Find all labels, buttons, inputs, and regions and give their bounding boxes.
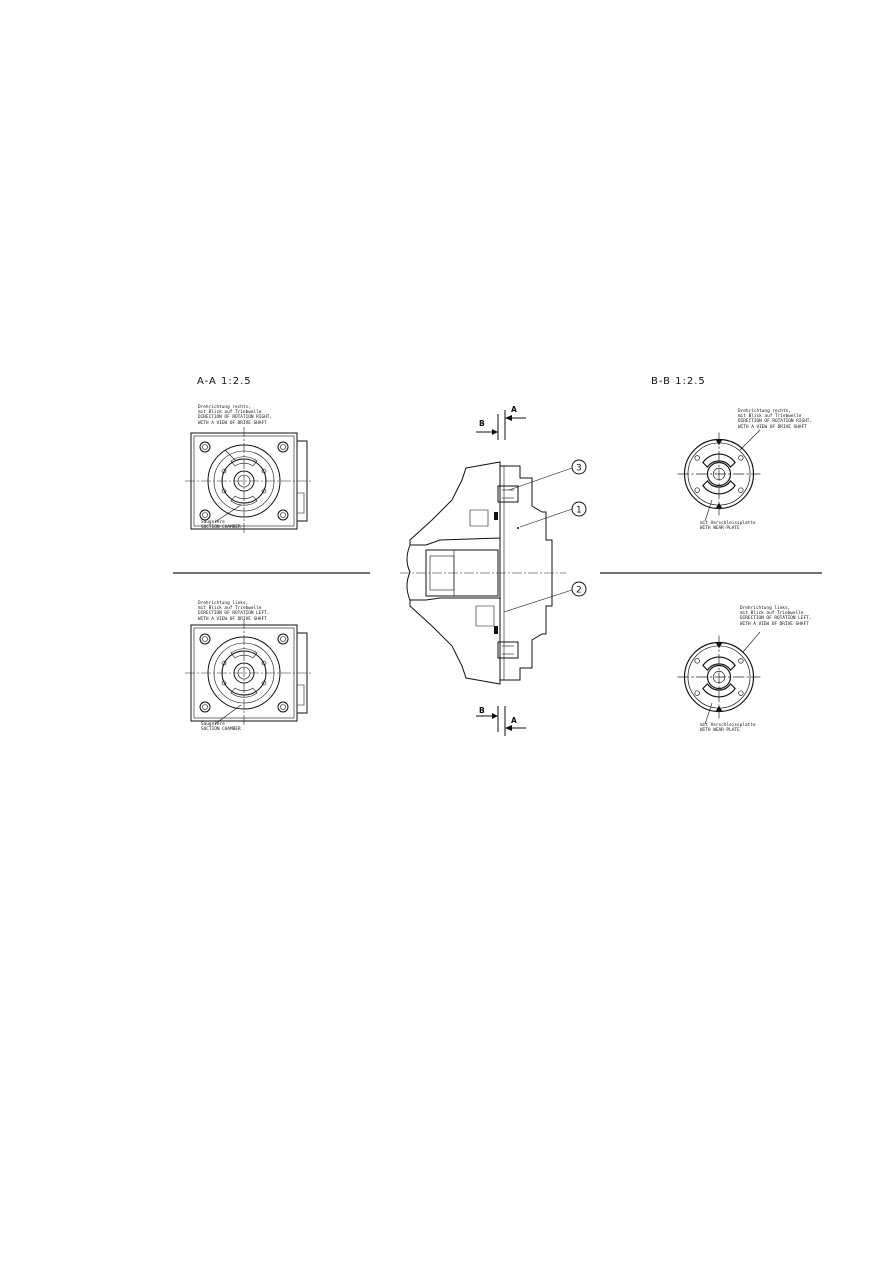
cross-section-main <box>400 461 566 685</box>
section-mark-a-bottom: A <box>511 716 517 725</box>
balloon-3: 3 <box>508 459 587 491</box>
note-line: Drehrichtung rechts, <box>738 409 791 414</box>
note-top-left: Drehrichtung rechts, mit Blick auf Trieb… <box>198 405 272 426</box>
label-suction-chamber-bottom: Saugniere SUCTION CHAMBER <box>201 722 241 732</box>
note-line: DIRECTION OF ROTATION RIGHT, <box>738 419 813 425</box>
note-top-right: Drehrichtung rechts, mit Blick auf Trieb… <box>738 409 812 430</box>
note-line: Saugniere <box>201 520 225 525</box>
flange-view-bottom-left <box>184 618 314 728</box>
flange-view-top-left <box>184 426 314 536</box>
label-wear-plate-top: mit Verschleissplatte WITH WEAR-PLATE <box>700 521 756 531</box>
note-line: SUCTION CHAMBER <box>201 525 241 531</box>
note-line: WITH A VIEW OF DRIVE SHAFT <box>198 420 267 426</box>
note-line: WITH A VIEW OF DRIVE SHAFT <box>738 424 807 430</box>
section-mark-b-bottom: B <box>479 706 485 715</box>
note-line: mit Verschleissplatte <box>700 521 756 526</box>
note-line: WITH A VIEW OF DRIVE SHAFT <box>740 621 809 627</box>
balloon-number: 2 <box>576 586 582 596</box>
label-wear-plate-bottom: mit Verschleissplatte WITH WEAR-PLATE <box>700 723 756 733</box>
note-line: WITH WEAR-PLATE <box>700 728 740 734</box>
note-line: mit Blick auf Triebwelle <box>198 410 262 416</box>
section-mark-b-top: B <box>479 419 485 428</box>
note-line: mit Blick auf Triebwelle <box>740 611 804 617</box>
balloon-number: 3 <box>576 464 582 474</box>
balloon-2: 2 <box>503 581 587 613</box>
note-line: SUCTION CHAMBER <box>201 727 241 733</box>
note-line: Saugniere <box>201 722 225 727</box>
note-line: Drehrichtung rechts, <box>198 405 251 410</box>
round-view-top-right <box>677 429 761 522</box>
note-line: mit Blick auf Triebwelle <box>198 606 262 612</box>
note-line: mit Verschleissplatte <box>700 723 756 728</box>
note-line: WITH WEAR-PLATE <box>700 526 740 532</box>
section-mark-a-top: A <box>511 405 517 414</box>
section-view-title-a-a: A-A 1:2.5 <box>197 376 252 387</box>
balloon-1: 1 <box>519 501 587 528</box>
note-line: mit Blick auf Triebwelle <box>738 414 802 420</box>
round-view-bottom-right <box>677 631 761 725</box>
note-line: Drehrichtung links, <box>740 606 791 611</box>
note-line: DIRECTION OF ROTATION RIGHT, <box>198 415 273 421</box>
note-line: WITH A VIEW OF DRIVE SHAFT <box>198 616 267 622</box>
note-bottom-right: Drehrichtung links, mit Blick auf Triebw… <box>740 606 811 627</box>
label-suction-chamber-top: Saugniere SUCTION CHAMBER <box>201 520 241 530</box>
section-view-title-b-b: B-B 1:2.5 <box>651 376 706 387</box>
note-line: DIRECTION OF ROTATION LEFT, <box>740 616 812 622</box>
note-line: DIRECTION OF ROTATION LEFT, <box>198 611 270 617</box>
section-cut-marks <box>476 410 526 736</box>
note-bottom-left: Drehrichtung links, mit Blick auf Triebw… <box>198 601 269 622</box>
balloon-number: 1 <box>576 506 582 516</box>
note-line: Drehrichtung links, <box>198 601 249 606</box>
